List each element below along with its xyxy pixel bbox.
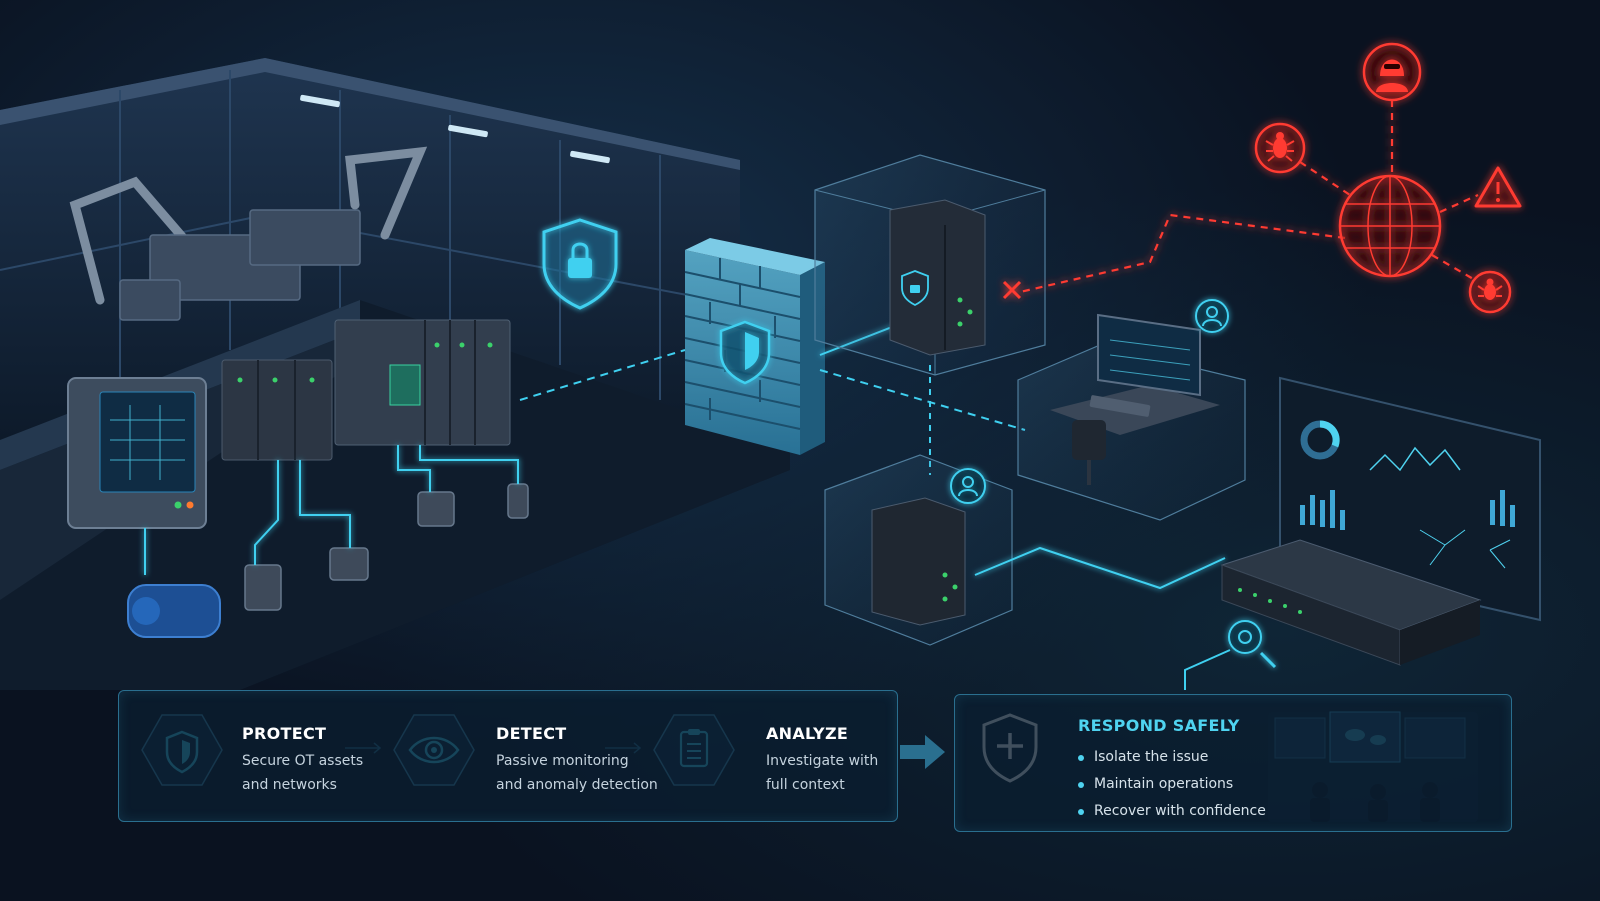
robot-arm-left xyxy=(69,176,190,305)
step-protect: PROTECT Secure OT assets and networks xyxy=(242,724,392,797)
respond-action-item: Isolate the issue xyxy=(1076,744,1266,771)
pump-motor xyxy=(127,584,221,638)
step-title: DETECT xyxy=(496,724,567,743)
step-desc-line: and networks xyxy=(242,777,337,793)
bug-icon xyxy=(1254,122,1306,174)
dashboard-line-chart xyxy=(1369,446,1461,472)
server-to-switch-link xyxy=(974,546,1226,590)
dashboard-network-graph xyxy=(1419,529,1511,569)
step-description: Investigate with full context xyxy=(766,749,886,797)
step-description: Passive monitoring and anomaly detection xyxy=(496,749,666,797)
threat-cluster xyxy=(1002,42,1522,314)
firewall-to-workstation-link xyxy=(819,369,1026,431)
protected-server-enclosure xyxy=(814,154,1046,376)
step-title: PROTECT xyxy=(242,724,327,743)
network-switch xyxy=(1220,539,1482,666)
warning-icon xyxy=(1474,166,1522,208)
respond-action-item: Recover with confidence xyxy=(1076,798,1266,825)
globe-icon xyxy=(1338,174,1442,278)
factory-lock-shield-icon xyxy=(542,218,618,310)
step-desc-line: Investigate with xyxy=(766,753,879,769)
office-chair xyxy=(1072,420,1106,485)
workstation-monitor xyxy=(1097,313,1201,397)
magnifier-icon xyxy=(1228,620,1277,669)
factory-connections xyxy=(144,445,519,575)
panel-transition-arrow xyxy=(900,735,945,769)
respond-actions-list: Isolate the issue Maintain operations Re… xyxy=(1076,744,1266,825)
factory-to-firewall-link xyxy=(519,349,686,401)
step-detect: DETECT Passive monitoring and anomaly de… xyxy=(496,724,666,797)
step-analyze: ANALYZE Investigate with full context xyxy=(766,724,886,797)
engineering-workstation xyxy=(1017,299,1246,521)
ceiling-lights xyxy=(300,94,610,164)
factory-back-wall xyxy=(0,58,740,440)
security-lifecycle-panel xyxy=(118,690,898,822)
step-desc-line: Passive monitoring xyxy=(496,753,629,769)
respond-title: RESPOND SAFELY xyxy=(1078,716,1240,735)
blocked-x-icon xyxy=(1002,280,1022,300)
server-lock-shield-icon xyxy=(901,270,929,307)
factory-roof-edge xyxy=(0,58,740,170)
step-description: Secure OT assets and networks xyxy=(242,749,392,797)
firewall-shield-icon xyxy=(719,320,771,385)
hmi-terminal xyxy=(67,377,207,529)
assembly-machines xyxy=(119,209,361,321)
field-devices xyxy=(244,483,529,611)
switch-to-analysis-link xyxy=(1184,649,1231,690)
plc-racks xyxy=(221,319,511,461)
step-desc-line: and anomaly detection xyxy=(496,777,658,793)
step-title: ANALYZE xyxy=(766,724,849,743)
respond-panel xyxy=(954,694,1512,832)
robot-arm-right xyxy=(345,146,428,240)
dashboard-bar-chart xyxy=(1300,490,1515,530)
secondary-server-tower xyxy=(871,497,966,626)
firewall xyxy=(684,238,825,455)
server-tower xyxy=(889,199,986,356)
step-desc-line: full context xyxy=(766,777,845,793)
secondary-server-enclosure xyxy=(824,454,1013,646)
dashboard-donut-chart xyxy=(1300,420,1340,460)
factory-building xyxy=(0,58,790,690)
bug-icon-secondary xyxy=(1468,270,1512,314)
user-icon xyxy=(950,468,986,504)
step-desc-line: Secure OT assets xyxy=(242,753,364,769)
respond-action-item: Maintain operations xyxy=(1076,771,1266,798)
threat-connections xyxy=(1019,100,1479,294)
hacker-icon xyxy=(1362,42,1422,102)
keyboard xyxy=(1089,395,1151,417)
operator-user-icon xyxy=(1195,299,1229,333)
